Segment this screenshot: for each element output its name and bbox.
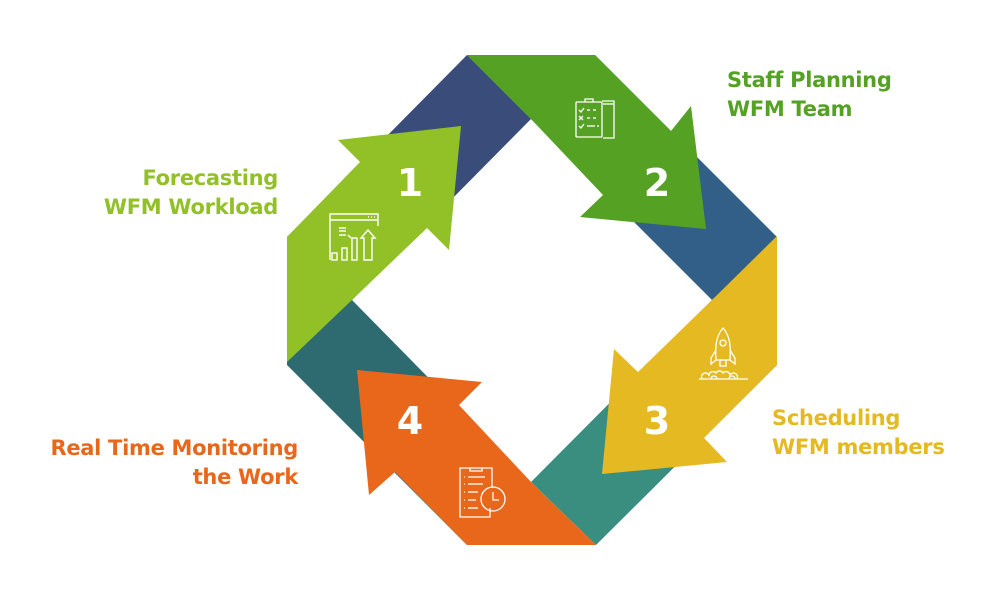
arrow-step-4 bbox=[357, 370, 596, 545]
step-label-3: Scheduling WFM members bbox=[772, 404, 945, 462]
step-number-4: 4 bbox=[397, 399, 423, 443]
step-3-title-line1: Scheduling bbox=[772, 406, 901, 430]
step-4-title-line2: the Work bbox=[192, 465, 299, 489]
step-number-3: 3 bbox=[644, 399, 670, 443]
chart-growth-icon bbox=[329, 213, 379, 261]
step-3-title-line2: WFM members bbox=[772, 435, 945, 459]
step-2-title-line2: WFM Team bbox=[727, 97, 853, 121]
step-4-title-line1: Real Time Monitoring bbox=[50, 436, 298, 460]
rocket-icon bbox=[699, 327, 748, 380]
step-label-2: Staff Planning WFM Team bbox=[727, 66, 892, 124]
arrow-step-1 bbox=[287, 126, 461, 362]
step-number-1: 1 bbox=[397, 161, 423, 205]
clipboard-clock-icon bbox=[459, 467, 506, 518]
step-label-1: Forecasting WFM Workload bbox=[104, 164, 278, 222]
clipboard-checklist-icon bbox=[575, 98, 615, 139]
step-2-title-line1: Staff Planning bbox=[727, 68, 892, 92]
step-1-title-line1: Forecasting bbox=[142, 166, 278, 190]
step-label-4: Real Time Monitoring the Work bbox=[50, 434, 298, 492]
arrow-step-3 bbox=[602, 236, 777, 474]
arrow-step-2 bbox=[467, 55, 706, 229]
step-1-title-line2: WFM Workload bbox=[103, 195, 278, 219]
step-number-2: 2 bbox=[644, 161, 670, 205]
